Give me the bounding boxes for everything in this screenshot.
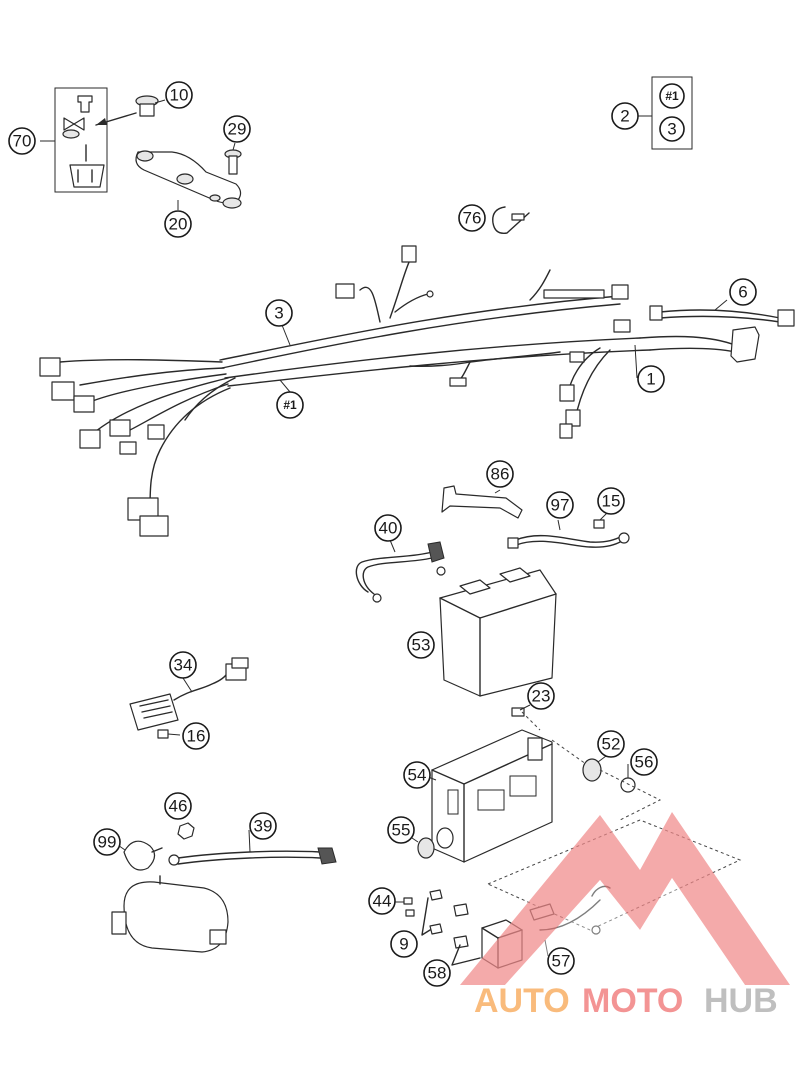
- svg-text:86: 86: [491, 465, 510, 484]
- part-70-housing: [69, 164, 105, 188]
- svg-text:1: 1: [646, 370, 655, 389]
- part-86-battery-strap: [441, 485, 523, 519]
- callout-20: 20: [164, 210, 192, 238]
- svg-text:16: 16: [187, 727, 206, 746]
- callout-55: 55: [387, 816, 415, 844]
- svg-text:34: 34: [174, 656, 193, 675]
- callout-86: 86: [486, 460, 514, 488]
- svg-text:40: 40: [379, 519, 398, 538]
- callout-ref-1: #1: [276, 391, 304, 419]
- main-wiring-harness: [39, 245, 795, 537]
- callout-6: 6: [729, 278, 757, 306]
- battery-cable-40: [355, 541, 446, 603]
- svg-text:3: 3: [274, 304, 283, 323]
- part-9-fuse-a: [429, 889, 443, 901]
- callout-15: 15: [597, 487, 625, 515]
- svg-text:58: 58: [428, 964, 447, 983]
- callout-57: 57: [547, 947, 575, 975]
- svg-text:23: 23: [532, 687, 551, 706]
- part-16-screw: [157, 729, 169, 739]
- svg-text:44: 44: [373, 892, 392, 911]
- callout-58: 58: [423, 959, 451, 987]
- callout-70: 70: [8, 127, 36, 155]
- svg-text:6: 6: [738, 283, 747, 302]
- callout-2-ref-3: 3: [659, 116, 685, 142]
- callout-3: 3: [265, 299, 293, 327]
- part-99-cap: [123, 840, 156, 871]
- callout-2-ref-1: #1: [659, 83, 685, 109]
- part-15-screw: [593, 519, 605, 529]
- starter-motor: [123, 881, 229, 953]
- callout-9: 9: [390, 930, 418, 958]
- watermark-word-hub: HUB: [704, 982, 778, 1020]
- callout-40: 40: [374, 514, 402, 542]
- callout-97: 97: [546, 491, 574, 519]
- ground-cable: [507, 519, 630, 549]
- part-10-bushing: [139, 103, 155, 117]
- part-56-bushing: [620, 777, 636, 793]
- watermark-triangle: [460, 812, 790, 985]
- svg-text:70: 70: [13, 132, 32, 151]
- svg-text:20: 20: [169, 215, 188, 234]
- svg-text:57: 57: [552, 952, 571, 971]
- svg-text:3: 3: [667, 120, 676, 139]
- part-2-box: [651, 76, 693, 150]
- svg-text:54: 54: [408, 766, 427, 785]
- svg-text:15: 15: [602, 492, 621, 511]
- battery-box-54: [431, 729, 587, 863]
- starter-group: [111, 822, 337, 953]
- part-46-nut: [177, 822, 195, 840]
- svg-text:52: 52: [602, 735, 621, 754]
- cable-tie: [492, 206, 530, 234]
- svg-text:56: 56: [635, 753, 654, 772]
- ignition-lock-group: [40, 87, 242, 209]
- part-70-frame: [54, 87, 108, 193]
- leader-lines: [114, 99, 728, 957]
- callout-23: 23: [527, 682, 555, 710]
- callout-56: 56: [630, 748, 658, 776]
- callout-52: 52: [597, 730, 625, 758]
- svg-text:46: 46: [169, 797, 188, 816]
- callout-39: 39: [249, 812, 277, 840]
- svg-text:#1: #1: [283, 398, 297, 412]
- svg-text:#1: #1: [665, 89, 679, 103]
- part-44-screws: [403, 897, 415, 917]
- part-9-fuse-b: [429, 923, 443, 935]
- callout-54: 54: [403, 761, 431, 789]
- callout-10: 10: [165, 81, 193, 109]
- svg-text:9: 9: [399, 935, 408, 954]
- watermark-word-auto: AUTO: [474, 982, 570, 1020]
- svg-text:10: 10: [170, 86, 189, 105]
- callout-53: 53: [407, 631, 435, 659]
- svg-text:2: 2: [620, 107, 629, 126]
- part-70-bolt: [77, 95, 93, 113]
- svg-text:97: 97: [551, 496, 570, 515]
- part-70-spring: [63, 117, 85, 131]
- svg-text:53: 53: [412, 636, 431, 655]
- svg-text:29: 29: [228, 120, 247, 139]
- part-6-connector: [777, 309, 795, 327]
- grommet-55: [417, 827, 454, 859]
- part-29-bolt: [228, 155, 238, 175]
- svg-text:76: 76: [463, 209, 482, 228]
- callout-2: 2: [611, 102, 639, 130]
- regulator-34: [129, 657, 249, 739]
- svg-text:99: 99: [98, 833, 117, 852]
- callout-99: 99: [93, 828, 121, 856]
- callout-1: 1: [637, 365, 665, 393]
- callout-44: 44: [368, 887, 396, 915]
- watermark-word-moto: MOTO: [582, 982, 683, 1020]
- callout-76: 76: [458, 204, 486, 232]
- svg-text:55: 55: [392, 821, 411, 840]
- callout-29: 29: [223, 115, 251, 143]
- main-connector: [730, 326, 760, 363]
- battery-53: [439, 567, 557, 697]
- callout-46: 46: [164, 792, 192, 820]
- callout-16: 16: [182, 722, 210, 750]
- svg-text:39: 39: [254, 817, 273, 836]
- callout-34: 34: [169, 651, 197, 679]
- automotohub-watermark: AUTO MOTO HUB: [460, 812, 790, 1020]
